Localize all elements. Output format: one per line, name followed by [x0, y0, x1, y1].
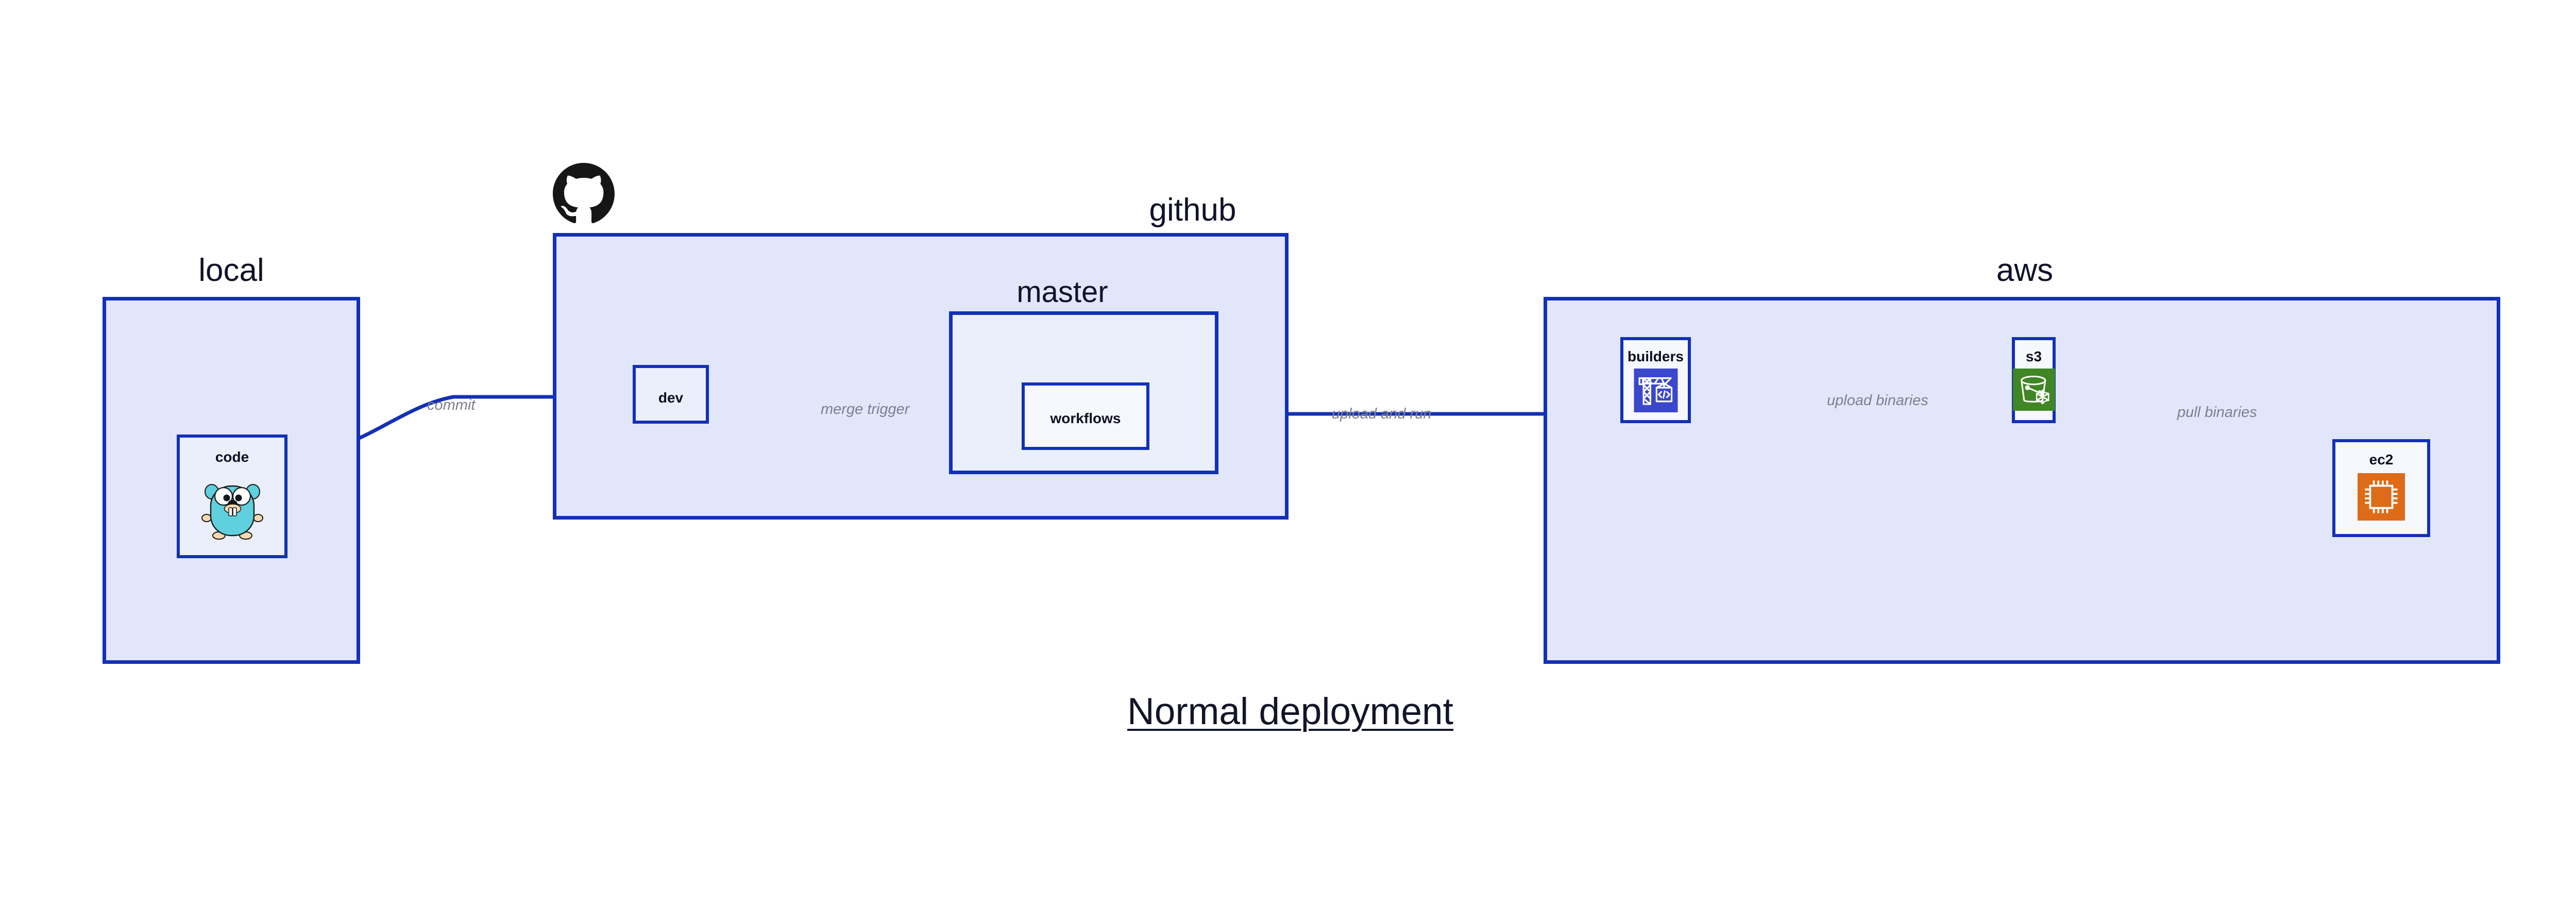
github-octocat-icon [553, 163, 615, 225]
node-builders[interactable]: builders [1620, 337, 1691, 423]
node-label-builders: builders [1628, 348, 1684, 364]
edge-label-commit: commit [427, 397, 476, 413]
group-label-github: github [1149, 192, 1236, 228]
aws-codebuild-icon [1634, 369, 1677, 412]
node-workflows[interactable]: workflows [1022, 382, 1149, 450]
node-label-s3: s3 [2025, 348, 2042, 364]
node-label-ec2: ec2 [2369, 452, 2394, 467]
aws-ec2-icon [2358, 473, 2405, 521]
go-gopher-icon [201, 475, 263, 540]
group-label-aws: aws [1996, 253, 2054, 288]
node-ec2[interactable]: ec2 [2332, 439, 2430, 537]
edge-label-merge-trigger: merge trigger [821, 401, 910, 417]
edge-label-upload-binaries: upload binaries [1827, 392, 1928, 409]
subgroup-label-master: master [1016, 275, 1108, 309]
edge-label-pull-binaries: pull binaries [2177, 404, 2257, 421]
diagram-title: Normal deployment [1127, 691, 1453, 732]
aws-s3-glacier-icon [2012, 369, 2055, 411]
node-label-dev: dev [658, 390, 684, 406]
node-label-workflows: workflows [1050, 410, 1121, 426]
node-label-code: code [215, 449, 249, 465]
group-label-local: local [198, 253, 264, 288]
node-code[interactable]: code [177, 435, 287, 558]
node-dev[interactable]: dev [633, 365, 709, 424]
node-s3[interactable]: s3 [2012, 337, 2056, 423]
edge-label-upload-and-run: upload and run [1332, 406, 1432, 422]
